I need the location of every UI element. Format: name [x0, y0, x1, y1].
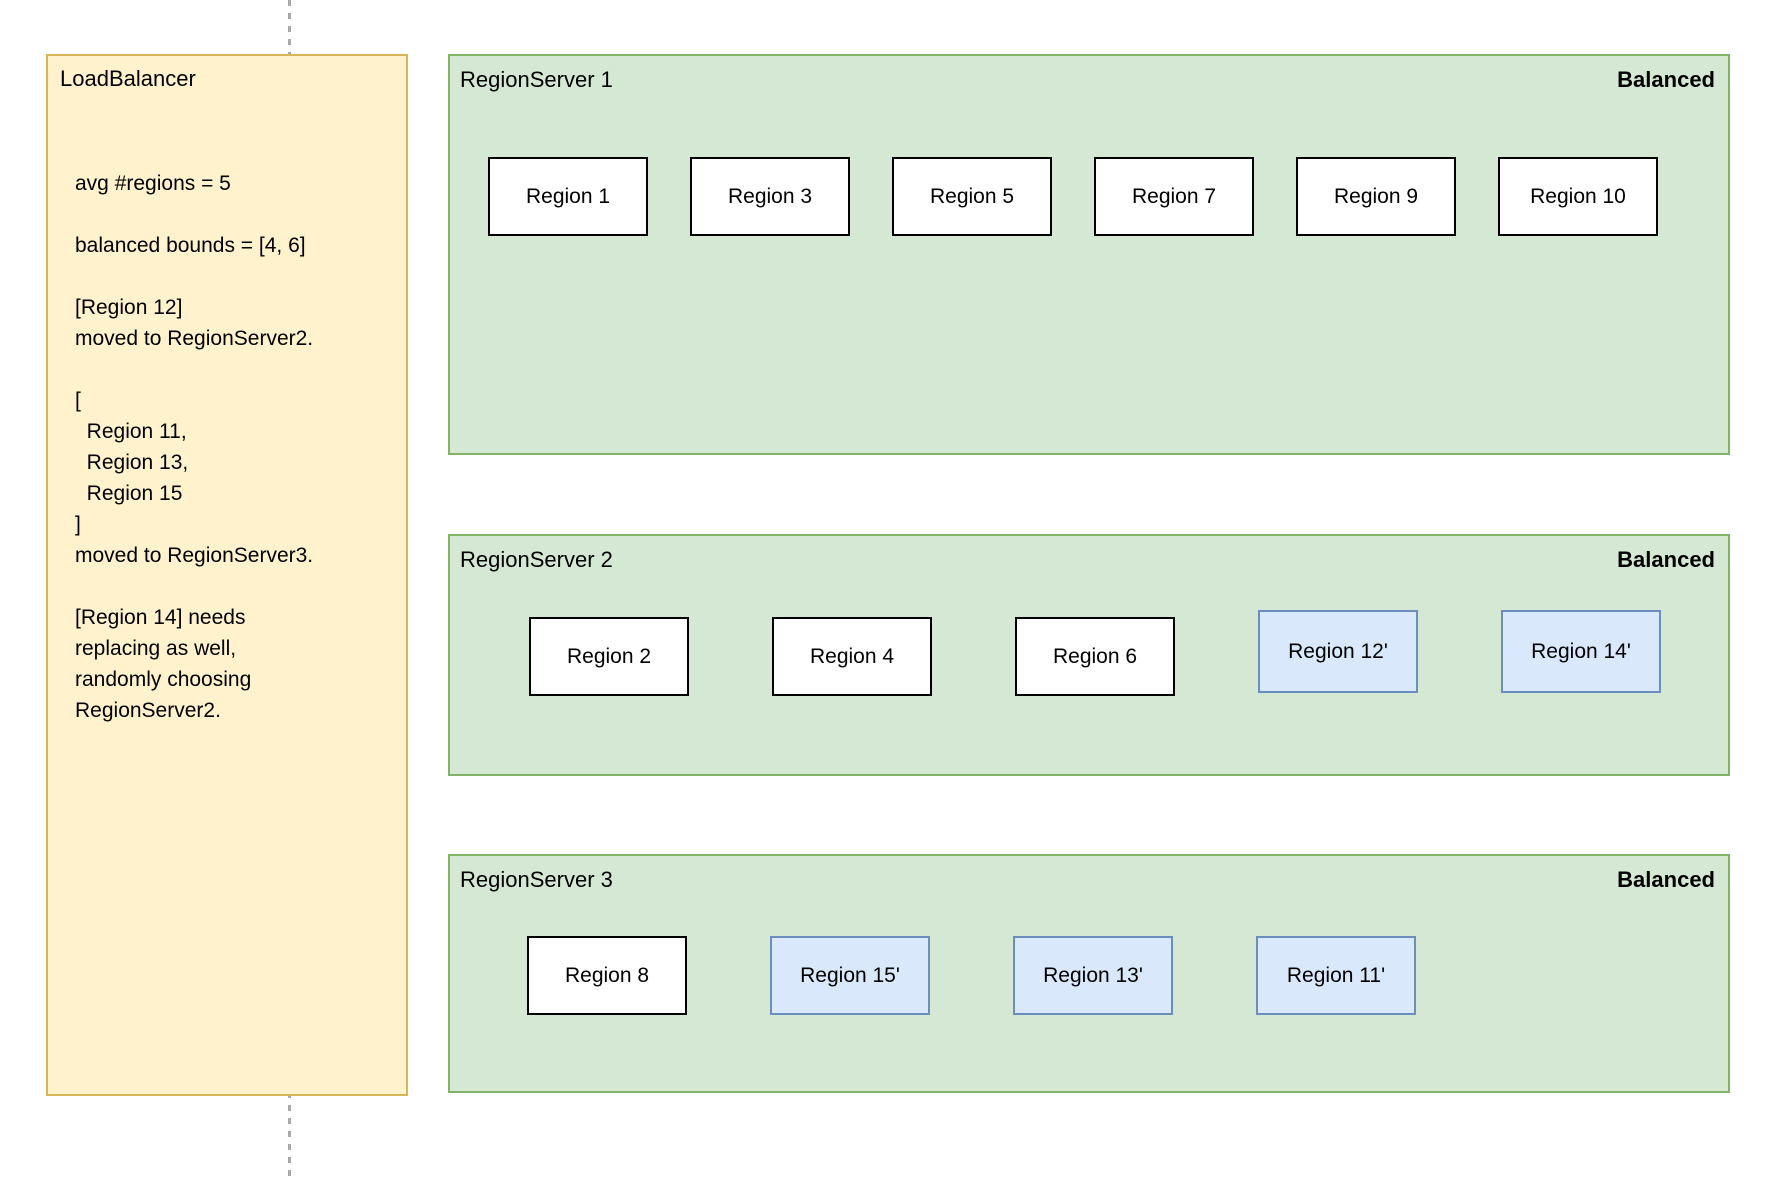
moved-region-node: Region 12'	[1258, 610, 1418, 693]
moved-region-node: Region 14'	[1501, 610, 1661, 693]
region-node: Region 2	[529, 617, 689, 696]
region-node: Region 10	[1498, 157, 1658, 236]
moved-region-node: Region 11'	[1256, 936, 1416, 1015]
region-node: Region 7	[1094, 157, 1254, 236]
region-node: Region 9	[1296, 157, 1456, 236]
region-server-2-title: RegionServer 2	[460, 547, 613, 572]
region-node: Region 5	[892, 157, 1052, 236]
region-server-2-panel: RegionServer 2 Balanced Region 2 Region …	[448, 534, 1730, 776]
region-server-1-panel: RegionServer 1 Balanced Region 1 Region …	[448, 54, 1730, 455]
region-server-2-header: RegionServer 2 Balanced	[450, 536, 1728, 575]
region-node: Region 3	[690, 157, 850, 236]
region-server-2-region-row: Region 2 Region 4 Region 6 Region 12' Re…	[450, 610, 1728, 696]
region-node: Region 6	[1015, 617, 1175, 696]
load-balancer-title: LoadBalancer	[60, 66, 196, 91]
region-node: Region 1	[488, 157, 648, 236]
region-server-1-header: RegionServer 1 Balanced	[450, 56, 1728, 95]
region-node: Region 8	[527, 936, 687, 1015]
load-balancer-panel: LoadBalancer avg #regions = 5 balanced b…	[46, 54, 408, 1096]
region-server-3-status-label: Balanced	[1617, 867, 1715, 892]
region-node: Region 4	[772, 617, 932, 696]
moved-region-node: Region 15'	[770, 936, 930, 1015]
load-balancer-notes: avg #regions = 5 balanced bounds = [4, 6…	[75, 172, 314, 722]
region-server-2-status-label: Balanced	[1617, 547, 1715, 572]
region-server-3-panel: RegionServer 3 Balanced Region 8 Region …	[448, 854, 1730, 1093]
region-server-1-status-label: Balanced	[1617, 67, 1715, 92]
moved-region-node: Region 13'	[1013, 936, 1173, 1015]
region-server-3-region-row: Region 8 Region 15' Region 13' Region 11…	[450, 936, 1728, 1015]
region-server-1-region-row: Region 1 Region 3 Region 5 Region 7 Regi…	[450, 157, 1728, 236]
region-server-3-title: RegionServer 3	[460, 867, 613, 892]
region-server-3-header: RegionServer 3 Balanced	[450, 856, 1728, 895]
region-server-1-title: RegionServer 1	[460, 67, 613, 92]
